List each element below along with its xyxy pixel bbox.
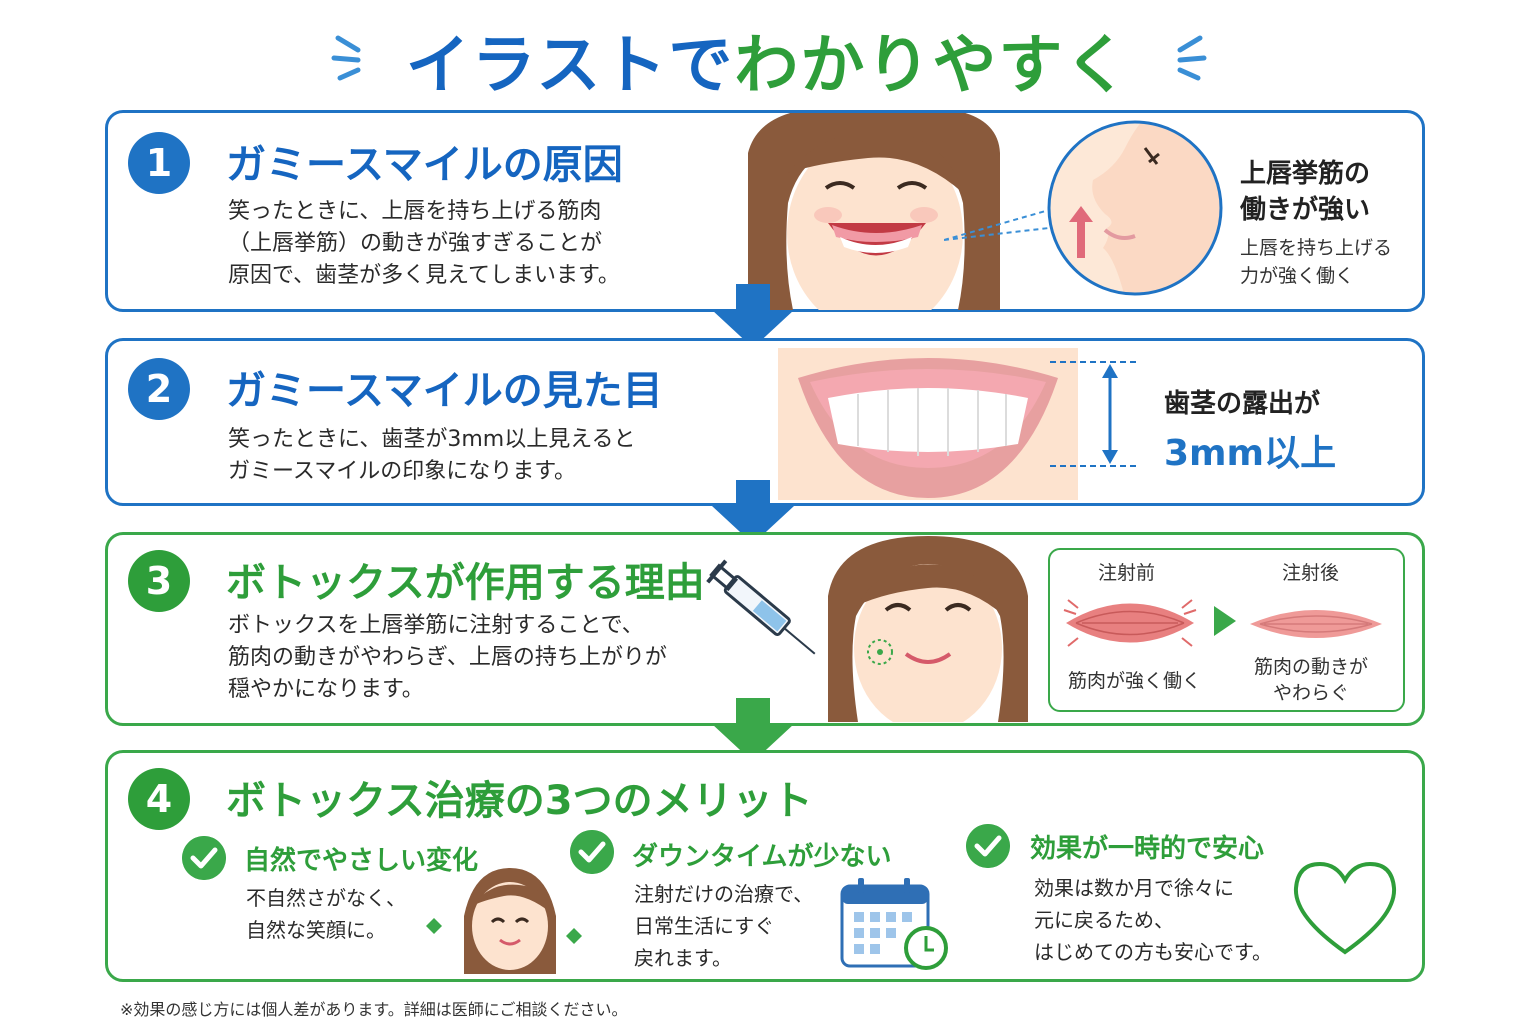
- merit-3-title: 効果が一時的で安心: [1030, 834, 1265, 864]
- play-arrow-icon: [1214, 606, 1236, 636]
- gum-height-measure-icon: [1050, 361, 1140, 467]
- down-arrow-icon: [712, 698, 794, 762]
- check-icon: [570, 830, 614, 874]
- step-number-3: 3: [128, 550, 190, 612]
- section-1-callout-text: 上唇を持ち上げる 力が強く働く: [1240, 237, 1393, 287]
- section-2-callout-value: 3mm以上: [1164, 433, 1337, 474]
- check-icon: [182, 836, 226, 880]
- check-icon: [966, 824, 1010, 868]
- before-injection-label: 注射前: [1098, 562, 1156, 584]
- page-title: イラストでわかりやすく: [405, 29, 1131, 103]
- merit-2-text: 注射だけの治療で、 日常生活にすぐ 戻れます。: [634, 882, 814, 970]
- section-1-text: 笑ったときに、上唇を持ち上げる筋肉 （上唇挙筋）の動きが強すぎることが 原因で、…: [228, 199, 620, 288]
- tense-muscle-icon: [1063, 599, 1197, 647]
- down-arrow-icon: [712, 480, 794, 544]
- merit-3-text: 効果は数か月で徐々に 元に戻るため、 はじめての方も安心です。: [1034, 876, 1272, 964]
- sparkle-left-icon: [331, 35, 361, 81]
- section-4-heading: ボトックス治療の3つのメリット: [226, 778, 813, 824]
- gummy-smile-mouth-illustration: [778, 348, 1078, 500]
- after-injection-caption: 筋肉の動きが やわらぐ: [1254, 656, 1369, 704]
- calendar-clock-icon: [840, 878, 948, 970]
- section-3-card: [105, 532, 1425, 726]
- step-number-1: 1: [128, 132, 190, 194]
- merit-1-title: 自然でやさしい変化: [244, 846, 479, 876]
- down-arrow-icon: [712, 284, 794, 348]
- section-3-heading: ボトックスが作用する理由: [226, 560, 705, 606]
- section-2-heading: ガミースマイルの見た目: [226, 368, 663, 414]
- relaxed-muscle-icon: [1250, 610, 1382, 638]
- section-2-text: 笑ったときに、歯茎が3mm以上見えると ガミースマイルの印象になります。: [228, 427, 636, 484]
- section-2-card: [105, 338, 1425, 506]
- section-4-card: [105, 750, 1425, 982]
- step-number-4: 4: [128, 768, 190, 830]
- section-1-heading: ガミースマイルの原因: [226, 142, 623, 188]
- sparkle-right-icon: [1177, 35, 1207, 81]
- merit-2-title: ダウンタイムが少ない: [632, 842, 892, 872]
- syringe-icon: [706, 559, 816, 655]
- smiling-woman-icon: [426, 868, 582, 974]
- section-3-text: ボトックスを上唇挙筋に注射することで、 筋肉の動きがやわらぎ、上唇の持ち上がりが…: [228, 613, 667, 702]
- muscle-comparison-box: [1048, 548, 1405, 712]
- smiling-woman-illustration: [748, 113, 1000, 310]
- smiling-woman-injection-illustration: [828, 536, 1028, 722]
- section-1-callout-title: 上唇挙筋の 働きが強い: [1240, 159, 1371, 225]
- merit-1-text: 不自然さがなく、 自然な笑顔に。: [246, 886, 406, 942]
- after-injection-label: 注射後: [1282, 562, 1340, 584]
- heart-icon: [1293, 861, 1397, 955]
- step-number-2: 2: [128, 358, 190, 420]
- lip-muscle-closeup-illustration: [1047, 120, 1223, 296]
- section-2-callout-title: 歯茎の露出が: [1164, 389, 1321, 419]
- callout-connector: [944, 209, 1050, 241]
- before-injection-caption: 筋肉が強く働く: [1068, 670, 1202, 692]
- footnote: ※効果の感じ方には個人差があります。詳細は医師にご相談ください。: [120, 1000, 628, 1019]
